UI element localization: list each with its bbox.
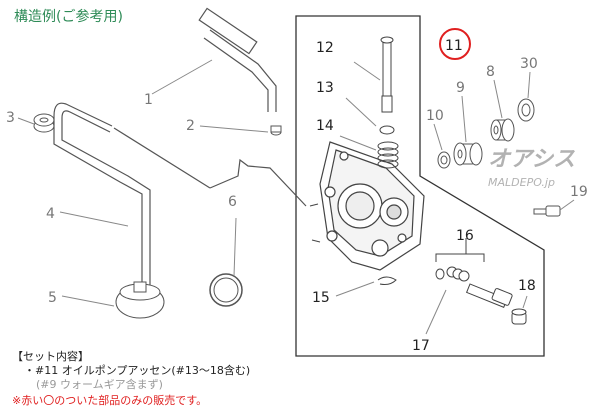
part-9-worm-gear xyxy=(453,142,483,166)
callout-8: 8 xyxy=(486,64,495,80)
part-2-grommet xyxy=(270,125,282,136)
callout-3: 3 xyxy=(6,110,15,126)
part-1-tube xyxy=(198,7,277,112)
callout-17: 17 xyxy=(412,338,430,354)
highlight-circle-11 xyxy=(439,28,471,60)
part-12-rod xyxy=(380,36,394,113)
diagram-title: 構造例(ご参考用) xyxy=(14,9,123,25)
part-18-cap xyxy=(511,308,527,325)
callout-15: 15 xyxy=(312,290,330,306)
callout-12: 12 xyxy=(316,40,334,56)
callout-5: 5 xyxy=(48,290,57,306)
callout-13: 13 xyxy=(316,80,334,96)
set-contents-item: ・#11 オイルポンプアッセン(#13～18含む) xyxy=(24,364,251,377)
part-3-grommet xyxy=(33,113,55,133)
set-contents-heading: 【セット内容】 xyxy=(12,350,89,363)
callout-30: 30 xyxy=(520,56,538,72)
watermark-brand: オアシス xyxy=(488,147,575,172)
callout-16: 16 xyxy=(456,228,474,244)
part-17-plunger xyxy=(465,283,513,308)
part-30-ring xyxy=(517,98,535,122)
part-13-washer xyxy=(379,125,395,135)
callout-2: 2 xyxy=(186,118,195,134)
callout-4: 4 xyxy=(46,206,55,222)
callout-6: 6 xyxy=(228,194,237,210)
callout-9: 9 xyxy=(456,80,465,96)
sales-notice: ※赤い〇のついた部品のみの販売です。 xyxy=(12,394,208,407)
callout-18: 18 xyxy=(518,278,536,294)
part-14-spring xyxy=(377,141,399,169)
watermark-sub: MALDEPO.jp xyxy=(488,176,555,189)
part-4-hose xyxy=(53,102,307,290)
callout-19: 19 xyxy=(570,184,588,200)
part-8-bushing xyxy=(490,118,515,142)
callout-10: 10 xyxy=(426,108,444,124)
callout-1: 1 xyxy=(144,92,153,108)
callout-14: 14 xyxy=(316,118,334,134)
set-contents-note: (#9 ウォームギア含まず) xyxy=(36,378,163,391)
part-15-clip xyxy=(377,276,397,285)
callout-11: 11 xyxy=(445,38,463,54)
part-5-filter xyxy=(115,281,165,319)
part-19-bolt xyxy=(533,205,561,217)
assembly-frame xyxy=(295,15,545,357)
part-10-seal xyxy=(437,151,451,169)
part-6-o-ring xyxy=(209,273,243,307)
pump-body xyxy=(319,141,425,271)
part-16-set xyxy=(435,266,470,282)
